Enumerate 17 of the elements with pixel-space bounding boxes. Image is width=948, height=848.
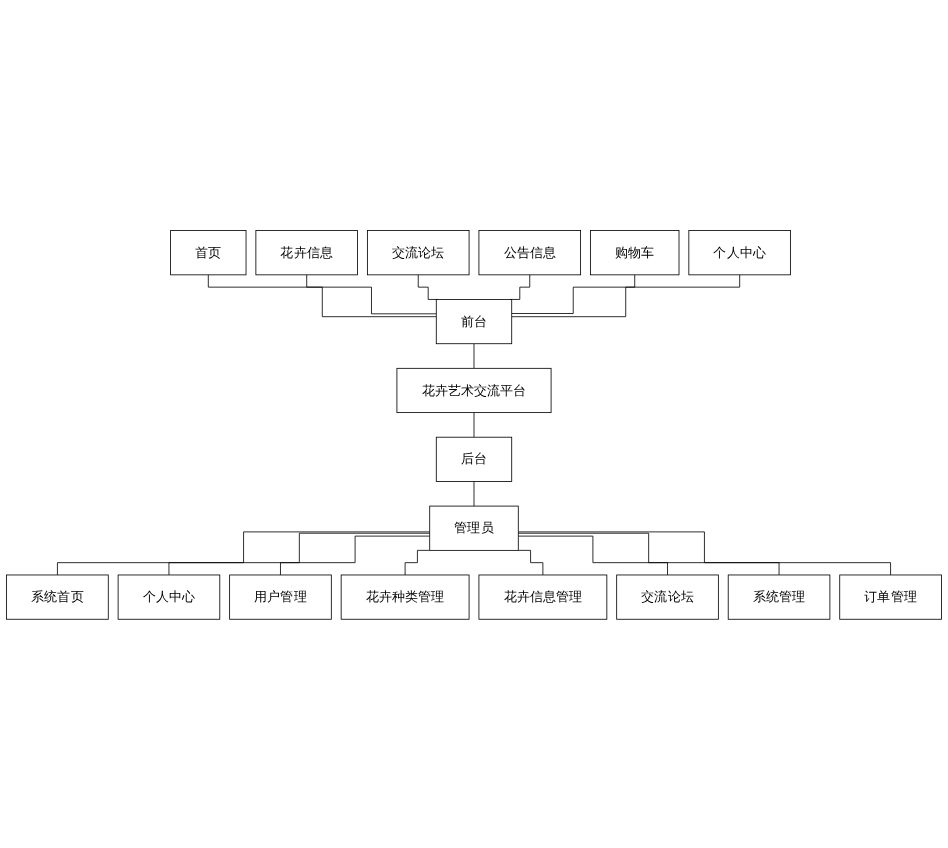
connector xyxy=(168,531,431,575)
connector xyxy=(417,273,439,299)
connector xyxy=(280,534,431,575)
connector xyxy=(517,530,891,575)
connector xyxy=(306,273,437,314)
connector xyxy=(404,549,431,575)
connector xyxy=(473,480,475,506)
connector xyxy=(517,549,544,575)
connector xyxy=(57,530,431,575)
connector xyxy=(517,534,668,575)
connector xyxy=(473,342,475,368)
connector xyxy=(207,273,437,317)
connector xyxy=(517,531,780,575)
connector xyxy=(511,273,741,317)
connector xyxy=(473,411,475,437)
connector xyxy=(509,273,531,299)
connector xyxy=(511,273,636,313)
